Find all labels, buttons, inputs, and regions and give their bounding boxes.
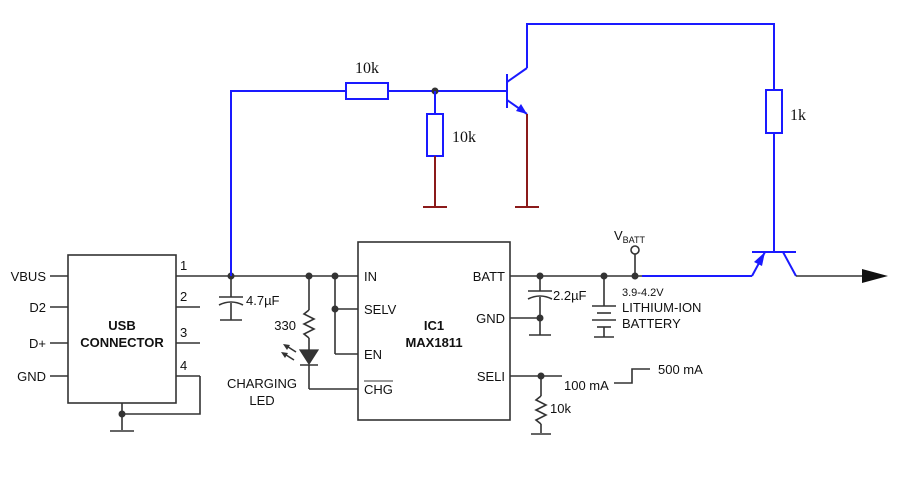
usb-pin-num-4: 4 — [180, 358, 187, 373]
resistor-bias — [426, 113, 444, 157]
ic-pin-chg: CHG — [364, 382, 393, 397]
usb-connector-title-2: CONNECTOR — [80, 335, 164, 350]
ic-name: IC1 — [424, 318, 444, 333]
charging-led-icon — [298, 349, 320, 366]
battery-label-2: BATTERY — [622, 316, 681, 331]
usb-connector-body — [67, 254, 177, 404]
usb-pin-d2: D2 — [29, 300, 46, 315]
ic-max1811: IC1 MAX1811 IN SELV EN CHG BATT GND SELI — [357, 241, 511, 421]
charging-led-label-2: LED — [249, 393, 274, 408]
ic-pin-batt: BATT — [473, 269, 505, 284]
ic-pin-gnd: GND — [476, 311, 505, 326]
resistor-collector — [765, 89, 783, 134]
ic-pin-seli: SELI — [477, 369, 505, 384]
usb-connector: USB CONNECTOR VBUS D2 D+ GND 1 2 3 4 — [11, 254, 201, 432]
lithium-ion-battery: 3.9-4.2V LITHIUM-ION BATTERY — [592, 276, 701, 338]
vbatt-label: VBATT — [614, 228, 646, 245]
vbatt-test-point: VBATT — [614, 228, 646, 276]
usb-pin-dplus: D+ — [29, 336, 46, 351]
ic-pin-selv: SELV — [364, 302, 397, 317]
capacitor-output-value: 2.2µF — [553, 288, 587, 303]
ic-body — [357, 241, 511, 421]
usb-pin-num-1: 1 — [180, 258, 187, 273]
charging-led-branch: 330 CHARGING LED — [227, 276, 358, 408]
output-arrow-icon — [862, 269, 888, 283]
usb-pin-vbus: VBUS — [11, 269, 47, 284]
resistor-seli-value: 10k — [550, 401, 571, 416]
current-low-label: 100 mA — [564, 378, 609, 393]
resistor-bias-value: 10k — [452, 129, 476, 146]
charging-led-label-1: CHARGING — [227, 376, 297, 391]
battery-voltage: 3.9-4.2V — [622, 287, 664, 299]
resistor-led-value: 330 — [274, 318, 296, 333]
usb-pin-num-3: 3 — [180, 325, 187, 340]
seli-branch: 10k 100 mA 500 mA — [510, 362, 703, 435]
ic-pin-in: IN — [364, 269, 377, 284]
ic-pin-en: EN — [364, 347, 382, 362]
usb-connector-title-1: USB — [108, 318, 135, 333]
protection-circuit: 10k 10k 1k — [230, 23, 888, 283]
resistor-top — [345, 82, 389, 100]
battery-label-1: LITHIUM-ION — [622, 300, 701, 315]
resistor-collector-value: 1k — [790, 107, 806, 124]
ic-part: MAX1811 — [405, 335, 462, 350]
current-high-label: 500 mA — [658, 362, 703, 377]
capacitor-input-value: 4.7µF — [246, 293, 280, 308]
capacitor-input: 4.7µF — [218, 276, 280, 321]
resistor-top-value: 10k — [355, 60, 379, 77]
usb-pin-gnd: GND — [17, 369, 46, 384]
usb-pin-num-2: 2 — [180, 289, 187, 304]
capacitor-output: 2.2µF — [510, 276, 587, 336]
